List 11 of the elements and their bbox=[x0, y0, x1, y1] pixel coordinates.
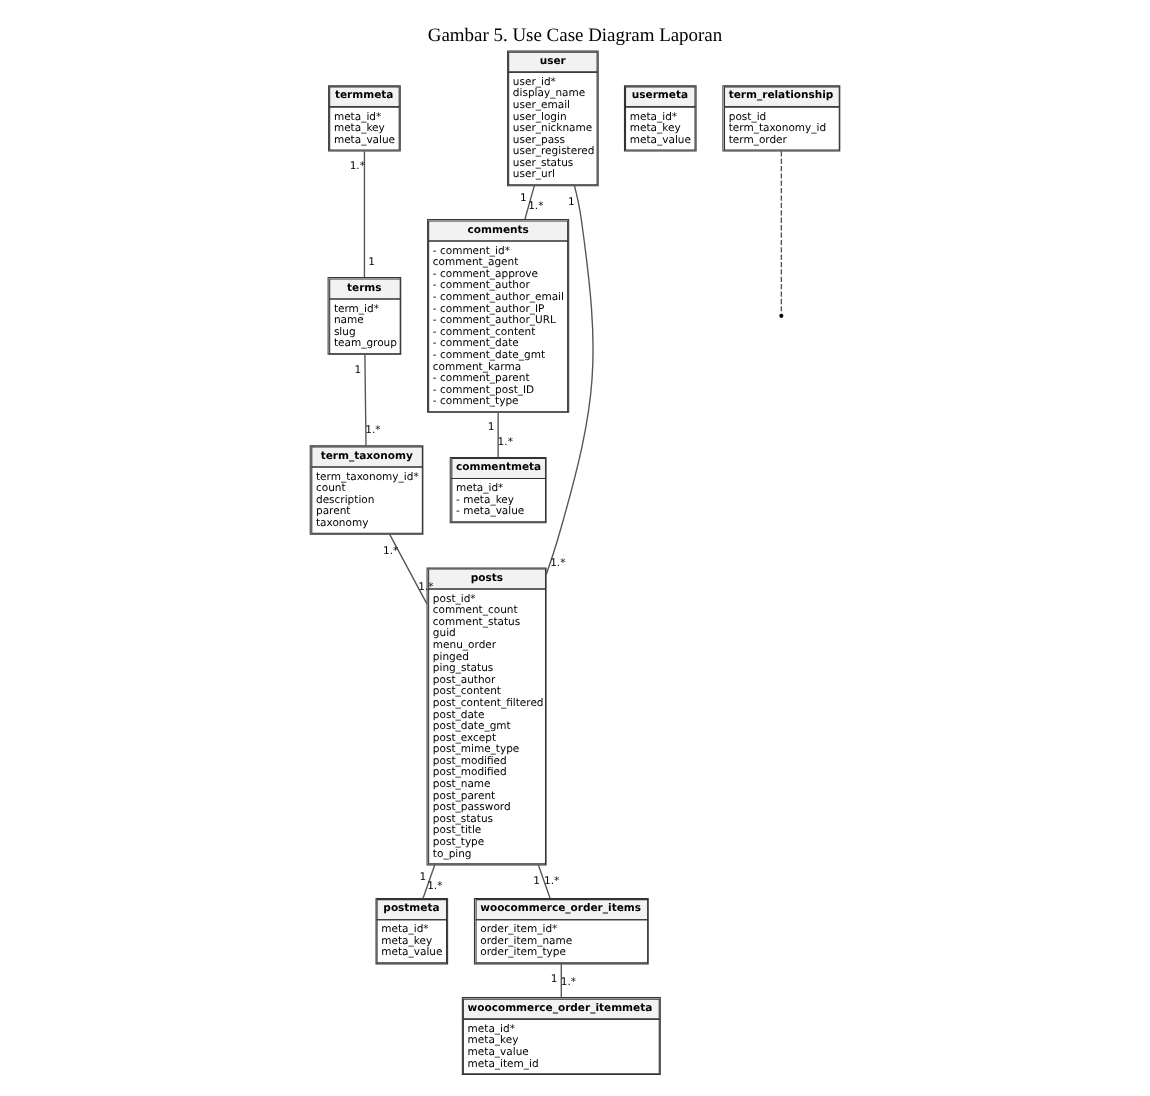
connector bbox=[524, 185, 535, 221]
connector bbox=[560, 963, 562, 999]
connector bbox=[497, 411, 499, 458]
connector bbox=[364, 354, 367, 447]
connector bbox=[537, 864, 551, 899]
connector bbox=[389, 533, 428, 605]
connector bbox=[363, 150, 366, 278]
connector bbox=[545, 185, 594, 576]
connector bbox=[422, 864, 436, 899]
connector bbox=[780, 150, 783, 315]
diagram-title: Gambar 5. Use Case Diagram Laporan bbox=[427, 26, 723, 47]
